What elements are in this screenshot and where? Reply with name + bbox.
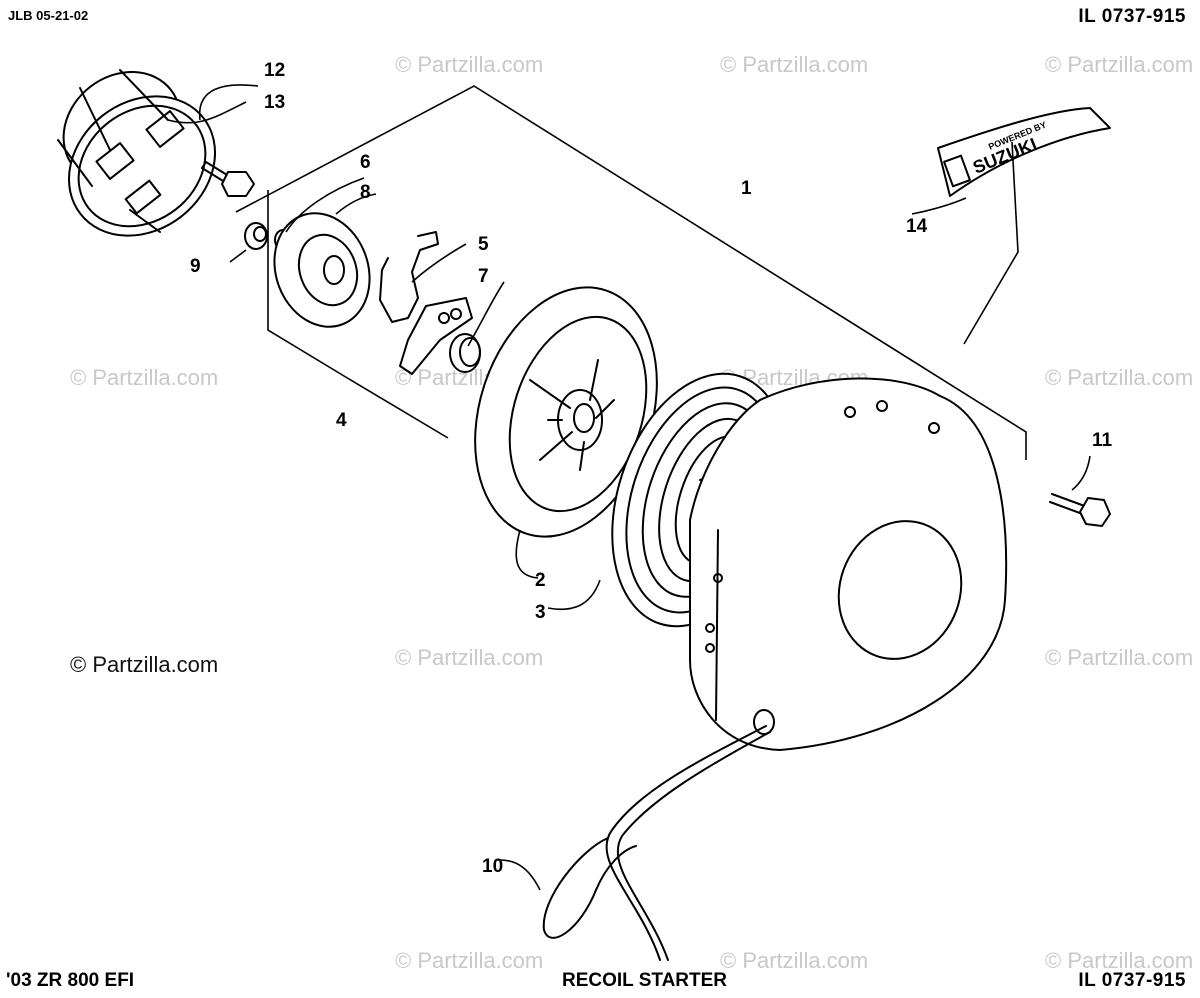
part-7-collar [449,333,481,373]
callout-12: 12 [264,60,285,81]
callout-11: 11 [1092,430,1113,451]
watermarks: © Partzilla.com © Partzilla.com © Partzi… [70,52,1193,973]
diagram-title: RECOIL STARTER [562,970,728,991]
callout-8: 8 [360,182,371,203]
watermark-text: © Partzilla.com [720,948,868,973]
part-10-starter-rope [542,725,771,961]
illustration-code-bottom: IL 0737-915 [1078,970,1186,991]
callout-7: 7 [478,266,489,287]
callouts: 1 2 3 4 5 6 7 8 9 10 11 12 13 14 [190,60,1113,877]
watermark-text: © Partzilla.com [1045,948,1193,973]
part-2-reel [474,286,658,538]
callout-10: 10 [482,856,503,877]
part-14-decal [937,107,1111,197]
callout-4: 4 [336,410,347,431]
part-9-nut [244,222,268,250]
watermark-text: © Partzilla.com [70,365,218,390]
part-13-bolt [201,161,255,197]
part-5-spring [379,231,439,323]
callout-13: 13 [264,92,285,113]
watermark-text: © Partzilla.com [1045,365,1193,390]
callout-1: 1 [741,178,752,199]
date-code: JLB 05-21-02 [8,8,89,23]
copyright-notice: © Partzilla.com [70,652,219,677]
part-12-starter-cup [57,69,217,237]
watermark-text: © Partzilla.com [395,645,543,670]
illustration-code-top: IL 0737-915 [1078,6,1186,27]
watermark-text: © Partzilla.com [395,52,543,77]
watermark-text: © Partzilla.com [1045,52,1193,77]
watermark-text: © Partzilla.com [395,948,543,973]
part-11-bolt [1049,493,1111,527]
callout-2: 2 [535,570,546,591]
watermark-text: © Partzilla.com [720,52,868,77]
callout-6: 6 [360,152,371,173]
callout-5: 5 [478,234,489,255]
model-name: '03 ZR 800 EFI [6,970,135,991]
callout-3: 3 [535,602,546,623]
callout-14: 14 [906,216,928,237]
watermark-text: © Partzilla.com [1045,645,1193,670]
callout-9: 9 [190,256,201,277]
ratchet-pawl [399,297,473,375]
starter-housing [689,377,1008,751]
leader-lines [167,84,1091,891]
part-8-friction-plate [273,212,371,328]
